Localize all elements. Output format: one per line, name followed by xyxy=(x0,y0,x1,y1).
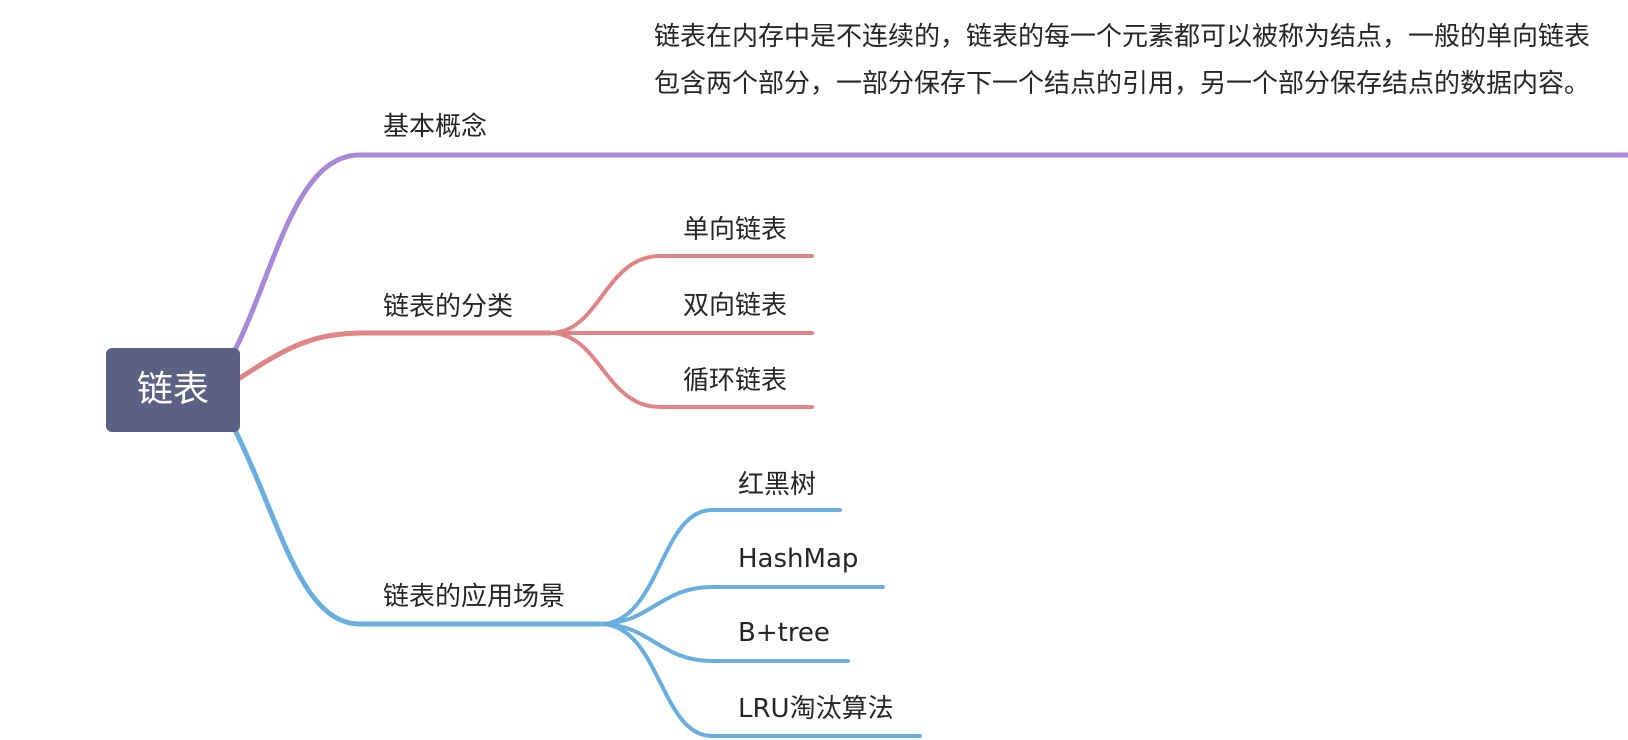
leaf-doubly-linked-list[interactable]: 双向链表 xyxy=(683,291,788,321)
branch-applications[interactable]: 链表的应用场景 xyxy=(383,582,566,612)
connector-root-applications xyxy=(232,427,603,627)
connector-root-basic-concept xyxy=(232,152,1628,353)
leaf-bplustree[interactable]: B+tree xyxy=(738,618,830,648)
connector-hashmap xyxy=(598,585,885,626)
branch-basic-concept[interactable]: 基本概念 xyxy=(383,112,488,142)
connector-lru xyxy=(598,622,922,738)
branch-classification[interactable]: 链表的分类 xyxy=(383,292,514,322)
leaf-red-black-tree[interactable]: 红黑树 xyxy=(738,470,817,500)
root-label: 链表 xyxy=(136,369,209,410)
connector-circular-linked-list xyxy=(548,331,814,409)
connector-red-black-tree xyxy=(598,508,842,626)
root-node[interactable]: 链表 xyxy=(106,348,240,432)
leaf-lru-eviction[interactable]: LRU淘汰算法 xyxy=(738,694,894,724)
connector-singly-linked-list xyxy=(548,254,814,335)
leaf-hashmap[interactable]: HashMap xyxy=(738,544,859,574)
leaf-circular-linked-list[interactable]: 循环链表 xyxy=(683,366,788,396)
connector-root-classification xyxy=(237,330,553,381)
basic-concept-description[interactable]: 链表在内存中是不连续的，链表的每一个元素都可以被称为结点，一般的单向链表包含两个… xyxy=(654,22,1591,99)
leaf-singly-linked-list[interactable]: 单向链表 xyxy=(683,215,788,245)
